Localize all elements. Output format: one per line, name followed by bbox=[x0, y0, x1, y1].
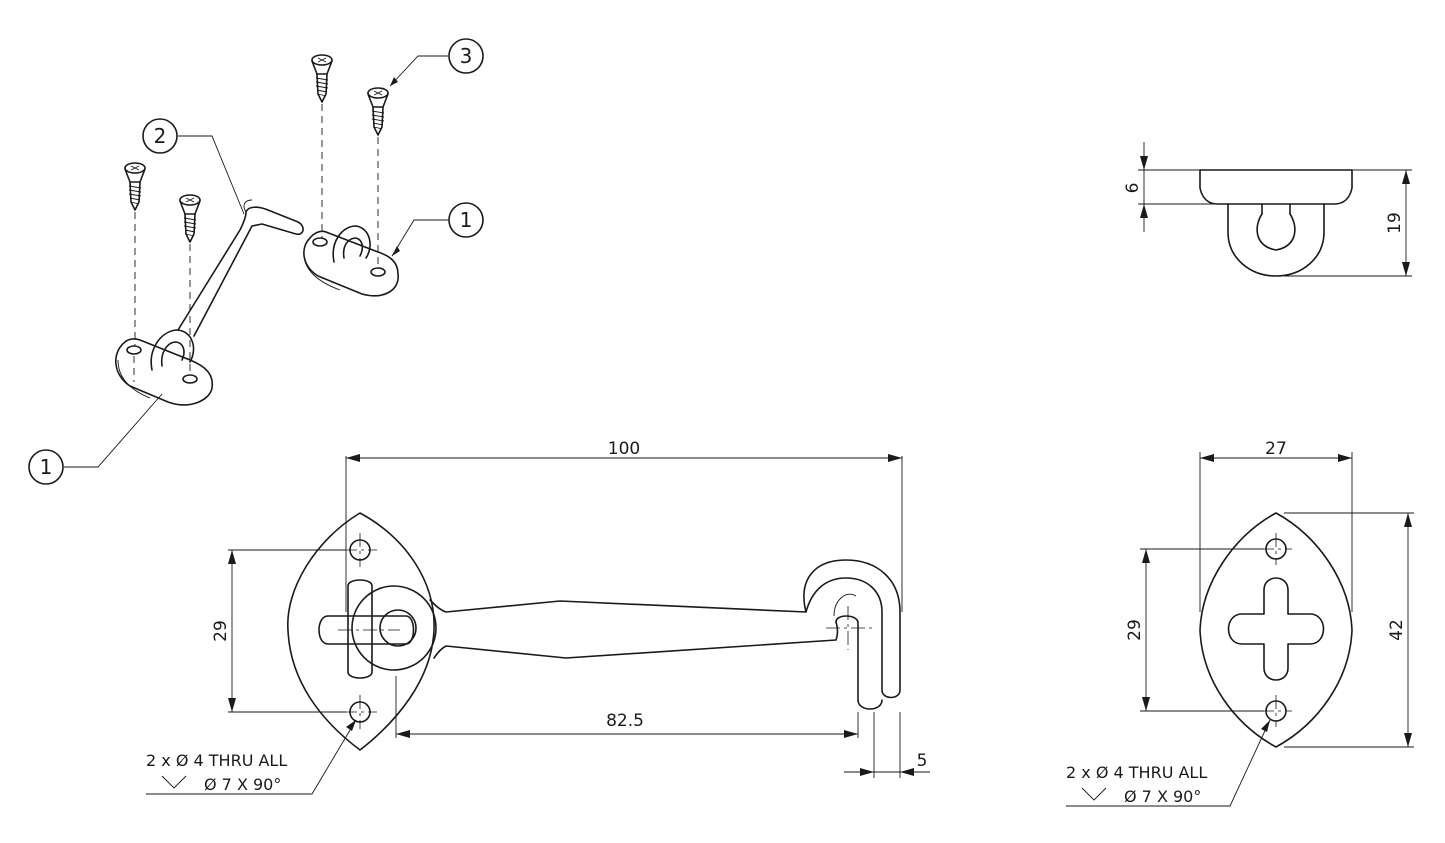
front-view: 100 29 82.5 5 2 x Ø 4 THRU ALL Ø 7 X 90° bbox=[146, 439, 930, 795]
dim-eye-height: 42 bbox=[1387, 619, 1407, 641]
screw-4 bbox=[367, 87, 389, 136]
leader-1-top bbox=[391, 219, 448, 257]
svg-text:1: 1 bbox=[40, 455, 53, 479]
hook-arm bbox=[177, 199, 304, 337]
isometric-exploded-view: 1 2 1 3 bbox=[28, 38, 484, 485]
hole-note-eye-line2: Ø 7 X 90° bbox=[1124, 787, 1201, 806]
eye-plate-lower bbox=[115, 329, 214, 406]
screw-1 bbox=[124, 162, 146, 211]
eye-plate-upper bbox=[303, 225, 399, 297]
leader-2 bbox=[178, 135, 245, 215]
leader-1-bottom bbox=[64, 393, 163, 468]
hole-note-front-line1: 2 x Ø 4 THRU ALL bbox=[146, 751, 287, 770]
balloon-1-bottom: 1 bbox=[28, 449, 64, 485]
svg-text:1: 1 bbox=[460, 208, 473, 232]
hole-note-front-line2: Ø 7 X 90° bbox=[204, 775, 281, 794]
dim-hook-wire: 5 bbox=[917, 751, 928, 771]
svg-text:3: 3 bbox=[460, 44, 473, 68]
hole-note-eye-line1: 2 x Ø 4 THRU ALL bbox=[1066, 763, 1207, 782]
balloon-2: 2 bbox=[142, 118, 178, 154]
eye-top-view: 27 42 29 2 x Ø 4 THRU ALL Ø 7 X 90° bbox=[1066, 439, 1414, 807]
screw-2 bbox=[179, 194, 201, 243]
svg-text:2: 2 bbox=[154, 124, 167, 148]
eye-side-view: 6 19 bbox=[1123, 142, 1412, 277]
dim-hole-spacing-eye: 29 bbox=[1125, 619, 1145, 641]
dim-hook-reach: 82.5 bbox=[606, 711, 644, 731]
dim-hole-spacing-front: 29 bbox=[211, 620, 231, 642]
screw-3 bbox=[311, 54, 333, 103]
balloon-1-top: 1 bbox=[448, 202, 484, 238]
dim-overall-length: 100 bbox=[608, 439, 640, 459]
dim-eye-depth: 19 bbox=[1385, 212, 1405, 234]
leader-3 bbox=[389, 55, 448, 87]
dim-plate-thickness: 6 bbox=[1123, 183, 1143, 194]
dim-eye-width: 27 bbox=[1265, 439, 1287, 459]
balloon-3: 3 bbox=[448, 38, 484, 74]
